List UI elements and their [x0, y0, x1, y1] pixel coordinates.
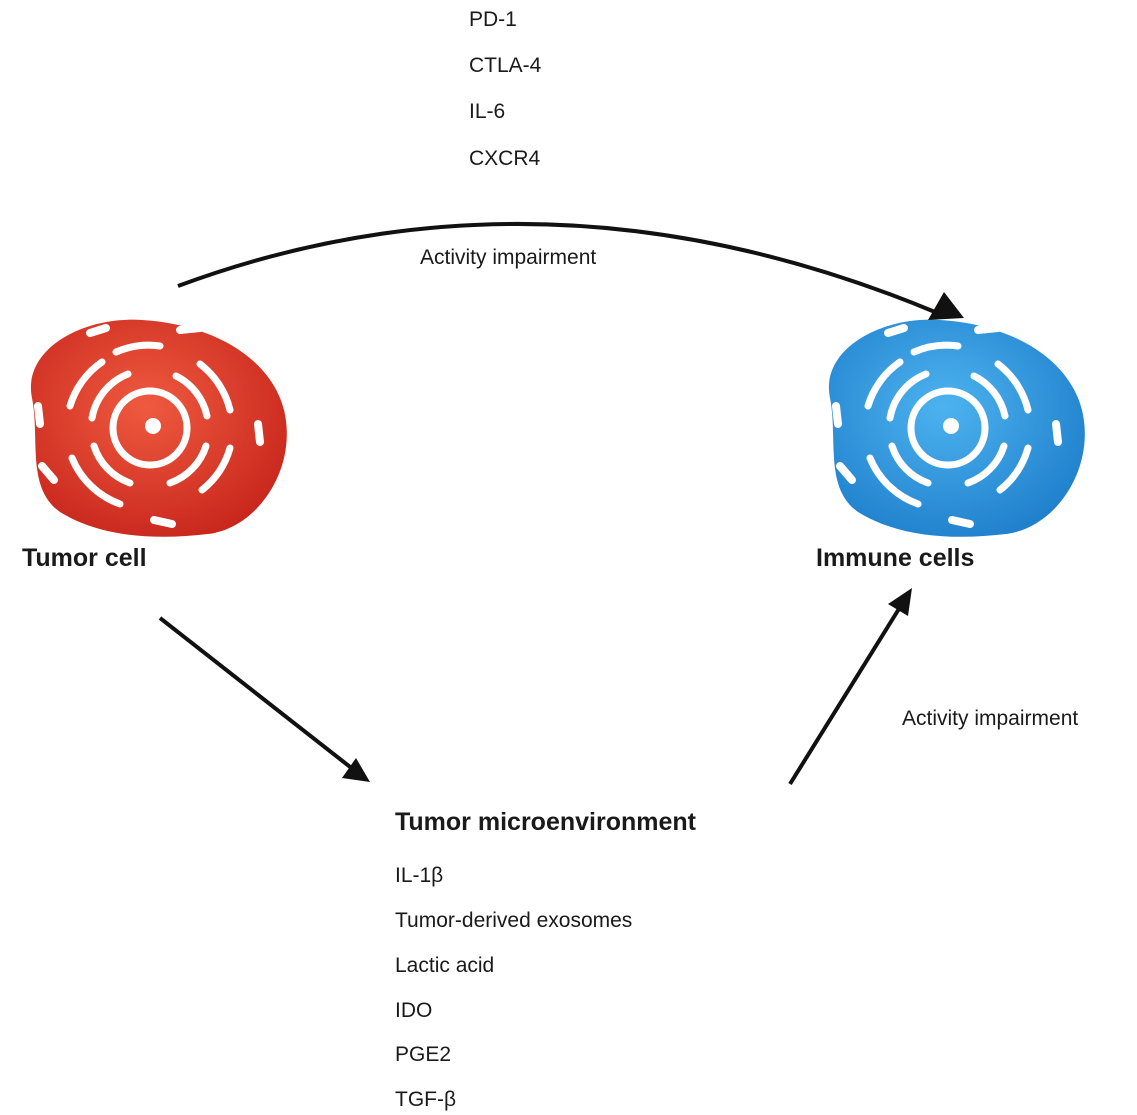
top-factor-item: CTLA-4: [469, 54, 542, 77]
microenvironment-factor-item: IDO: [395, 999, 433, 1022]
microenvironment-title: Tumor microenvironment: [395, 808, 696, 836]
tumor-to-microenvironment-arrow: [158, 616, 370, 782]
top-factor-item: CXCR4: [469, 147, 541, 170]
top-arrow: [177, 221, 964, 320]
top-arrow-label: Activity impairment: [420, 246, 597, 269]
microenvironment-factor-item: Lactic acid: [395, 954, 495, 977]
microenvironment-to-immune-arrow: [788, 588, 912, 786]
top-factor-item: PD-1: [469, 8, 517, 31]
microenvironment-factor-item: IL-1β: [395, 864, 444, 887]
microenvironment-factor-item: Tumor-derived exosomes: [395, 909, 633, 932]
tumor-cell-icon: [30, 319, 287, 537]
top-factor-item: IL-6: [469, 100, 506, 123]
microenvironment-factor-item: PGE2: [395, 1043, 452, 1066]
immune-cell-icon: [828, 319, 1085, 537]
tumor-cell-label: Tumor cell: [22, 544, 147, 572]
right-arrow-label: Activity impairment: [902, 707, 1079, 730]
immune-cells-label: Immune cells: [816, 544, 975, 572]
microenvironment-factor-item: TGF-β: [395, 1088, 457, 1111]
